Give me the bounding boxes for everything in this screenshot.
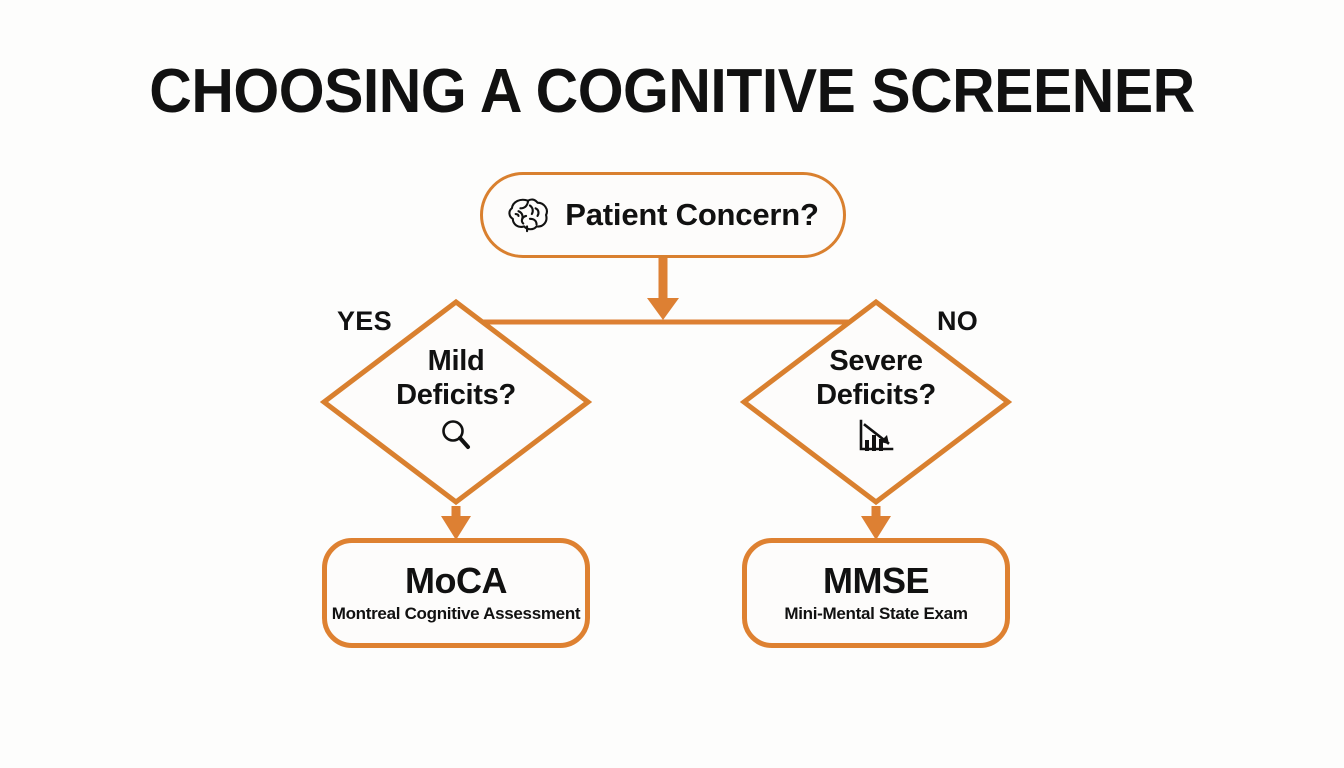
decision-mild-line2: Deficits? xyxy=(396,379,516,411)
decision-node-mild-deficits[interactable]: Mild Deficits? xyxy=(320,298,592,506)
arrowhead-moca xyxy=(441,516,471,540)
result-mmse-title: MMSE xyxy=(823,560,930,601)
diamond-shape-severe xyxy=(740,298,1012,506)
result-mmse-subtitle: Mini-Mental State Exam xyxy=(784,604,968,623)
decision-severe-line2: Deficits? xyxy=(816,379,936,411)
decision-mild-line1: Mild xyxy=(427,345,485,377)
start-node-label: Patient Concern? xyxy=(565,197,819,232)
result-node-mmse[interactable]: MMSE Mini-Mental State Exam xyxy=(742,538,1010,648)
diamond-shape-mild xyxy=(320,298,592,506)
decision-severe-line1: Severe xyxy=(829,345,923,377)
branch-label-no: NO xyxy=(937,306,979,336)
arrowhead-mmse xyxy=(861,516,891,540)
declining-chart-icon xyxy=(740,418,1012,454)
result-moca-subtitle: Montreal Cognitive Assessment xyxy=(331,604,581,623)
arrowhead-start xyxy=(647,298,679,320)
start-node-patient-concern[interactable]: Patient Concern? xyxy=(480,172,846,258)
branch-label-yes: YES xyxy=(337,306,392,336)
result-moca-title: MoCA xyxy=(405,560,507,601)
result-node-moca[interactable]: MoCA Montreal Cognitive Assessment xyxy=(322,538,590,648)
magnifying-glass-icon xyxy=(320,418,592,452)
decision-node-severe-deficits[interactable]: Severe Deficits? xyxy=(740,298,1012,506)
brain-icon xyxy=(507,196,549,234)
page-title: CHOOSING A COGNITIVE SCREENER xyxy=(149,57,1195,126)
